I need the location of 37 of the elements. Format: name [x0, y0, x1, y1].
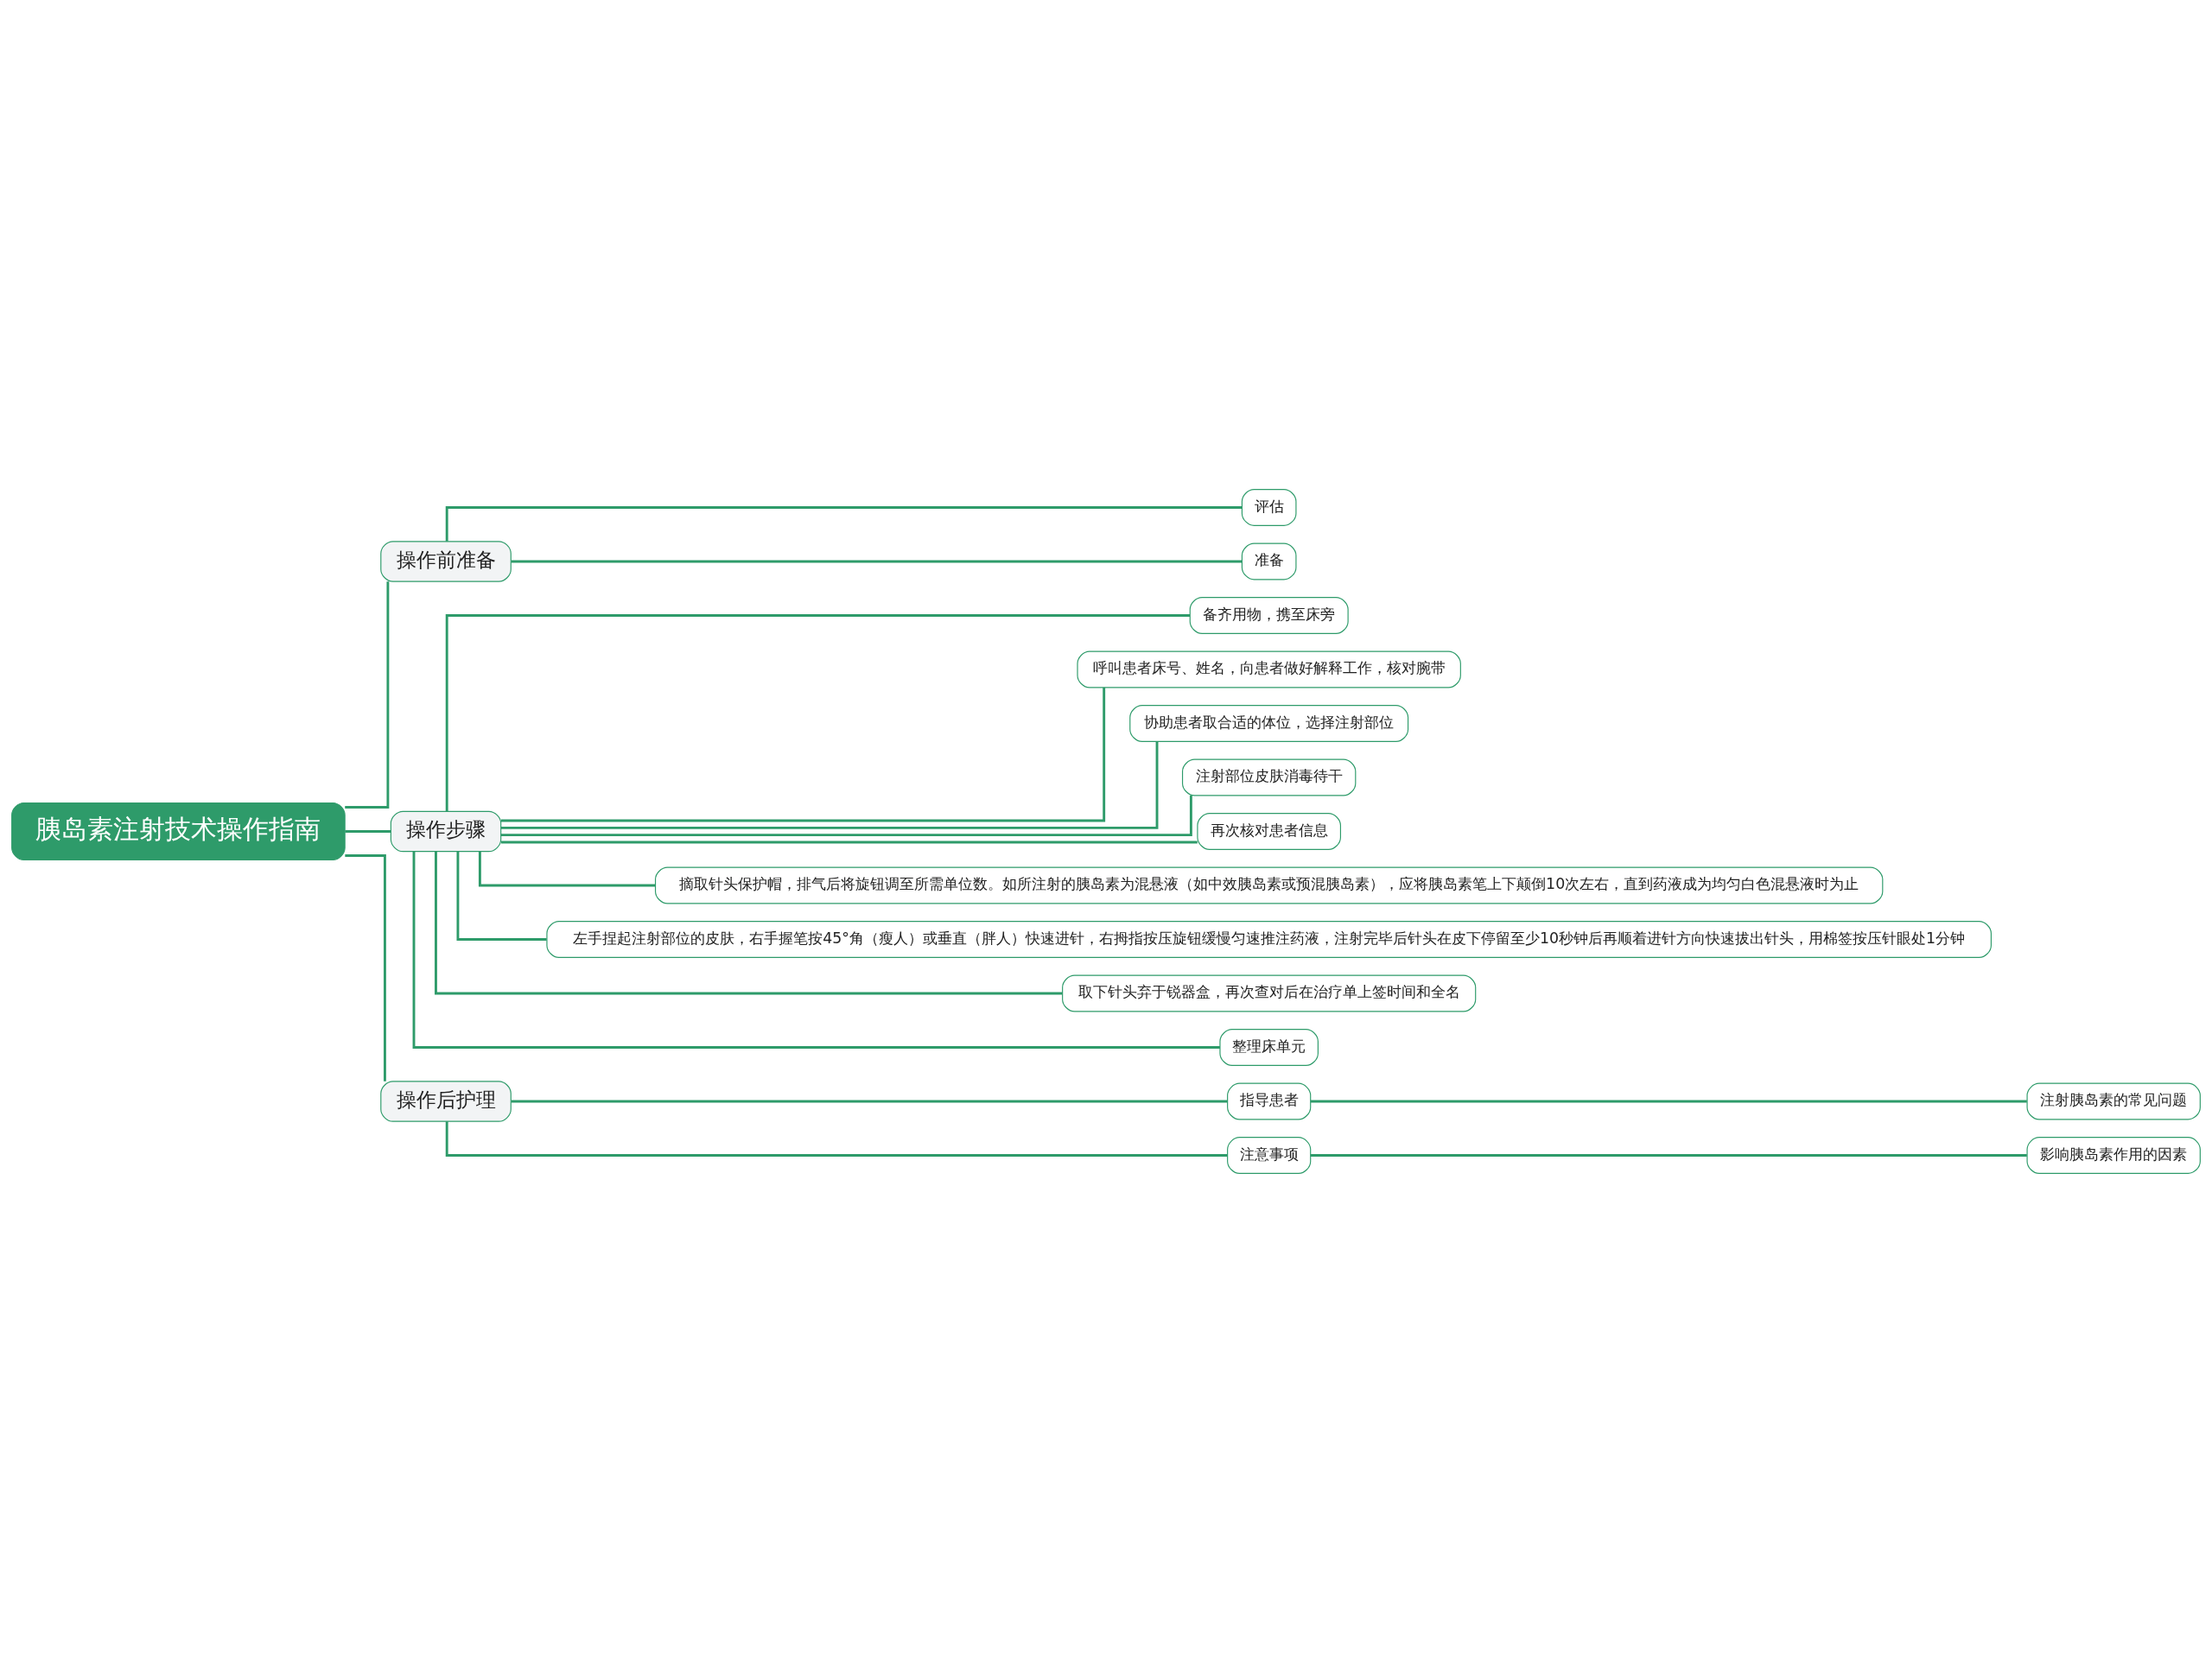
node-box: 整理床单元 [1219, 1028, 1319, 1066]
node-box: 操作前准备 [380, 540, 512, 582]
connector [412, 851, 1220, 1049]
connector [445, 1120, 1228, 1157]
node-box: 准备 [1241, 542, 1297, 580]
connector [1310, 1100, 2027, 1102]
node-box: 胰岛素注射技术操作指南 [11, 802, 346, 860]
connector [511, 1100, 1228, 1102]
node-box: 摘取针头保护帽，排气后将旋钮调至所需单位数。如所注射的胰岛素为混悬液（如中效胰岛素或预混胰岛素），应将胰岛素笔上下颠倒10次左右，直到药液成为均匀白色混悬液时为止 [654, 866, 1884, 904]
connector [345, 853, 386, 1082]
node-box: 操作后护理 [380, 1080, 512, 1122]
node-box: 呼叫患者床号、姓名，向患者做好解释工作，核对腕带 [1077, 650, 1461, 688]
connector [445, 613, 1190, 811]
node-box: 指导患者 [1227, 1082, 1312, 1120]
node-box: 注射胰岛素的常见问题 [2026, 1082, 2201, 1120]
connector [511, 560, 1243, 562]
connector [501, 687, 1106, 821]
node-box: 协助患者取合适的体位，选择注射部位 [1129, 704, 1409, 742]
node-box: 注射部位皮肤消毒待干 [1181, 758, 1357, 796]
node-box: 注意事项 [1227, 1136, 1312, 1174]
connector [500, 741, 1159, 829]
node-box: 左手捏起注射部位的皮肤，右手握笔按45°角（瘦人）或垂直（胖人）快速进针，右拇指按压旋钮缓慢匀速推注药液，注射完毕后针头在皮下停留至少10秒钟后再顺着进针方向快速拔出针头，用棉签按压针眼处1分钟 [546, 920, 1992, 958]
node-box: 再次核对患者信息 [1197, 812, 1341, 850]
connector [345, 829, 391, 833]
connector [501, 841, 1198, 843]
node-box: 影响胰岛素作用的因素 [2026, 1136, 2201, 1174]
node-box: 备齐用物，携至床旁 [1189, 596, 1349, 634]
node-box: 评估 [1241, 488, 1297, 526]
connector [435, 851, 1063, 994]
connector [445, 505, 1242, 542]
connector [1310, 1153, 2027, 1157]
node-box: 操作步骤 [390, 810, 502, 852]
node-box: 取下针头弃于锐器盒，再次查对后在治疗单上签时间和全名 [1062, 974, 1477, 1012]
connector [478, 851, 656, 886]
connector [345, 580, 390, 809]
connector [456, 851, 547, 941]
connector [500, 795, 1192, 836]
